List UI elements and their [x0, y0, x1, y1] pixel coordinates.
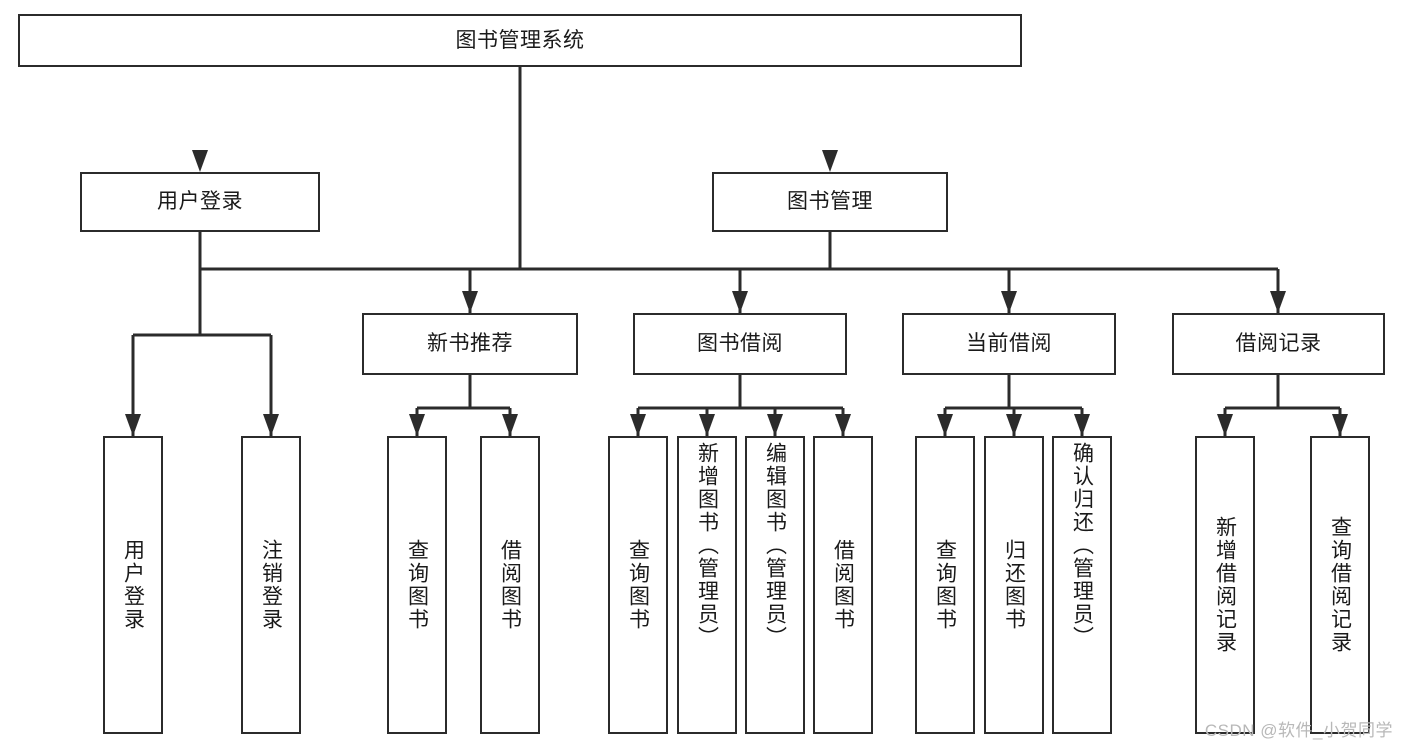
- current-borrow-to-leaves-arrow-icon: [937, 414, 953, 436]
- user-login-to-leaves-arrow-icon: [263, 414, 279, 436]
- current-borrow-to-leaves-arrow-icon: [1006, 414, 1022, 436]
- node-label: 借阅记录: [1235, 332, 1322, 356]
- leaf-logout[interactable]: 注销登录: [241, 436, 301, 734]
- node-new-book-recommend[interactable]: 新书推荐: [362, 313, 578, 375]
- leaf-add-book-admin[interactable]: 新增图书（管理员）: [677, 436, 737, 734]
- node-label: 查询图书: [626, 539, 650, 631]
- root-to-level1-arrow-icon: [822, 150, 838, 172]
- node-label: 新增图书（管理员）: [695, 442, 719, 649]
- node-label: 用户登录: [121, 539, 145, 631]
- node-label: 查询借阅记录: [1328, 516, 1352, 654]
- book-borrow-to-leaves-arrow-icon: [835, 414, 851, 436]
- leaf-borrow-book-borrow[interactable]: 借阅图书: [813, 436, 873, 734]
- node-label: 查询图书: [933, 539, 957, 631]
- node-label: 用户登录: [157, 190, 243, 214]
- node-label: 查询图书: [405, 539, 429, 631]
- node-label: 图书管理: [787, 190, 873, 214]
- node-label: 新书推荐: [427, 332, 513, 356]
- book-borrow-to-leaves-arrow-icon: [699, 414, 715, 436]
- node-user-login[interactable]: 用户登录: [80, 172, 320, 232]
- book-manage-to-level2-arrow-icon: [462, 291, 478, 313]
- book-manage-to-level2-arrow-icon: [1270, 291, 1286, 313]
- node-current-borrow[interactable]: 当前借阅: [902, 313, 1116, 375]
- leaf-query-book-recommend[interactable]: 查询图书: [387, 436, 447, 734]
- node-label: 借阅图书: [498, 539, 522, 631]
- node-label: 当前借阅: [966, 332, 1052, 356]
- leaf-query-book-borrow[interactable]: 查询图书: [608, 436, 668, 734]
- book-borrow-to-leaves-arrow-icon: [630, 414, 646, 436]
- book-manage-to-level2-arrow-icon: [1001, 291, 1017, 313]
- node-root[interactable]: 图书管理系统: [18, 14, 1022, 67]
- node-label: 新增借阅记录: [1213, 516, 1237, 654]
- watermark-text: CSDN @软件_小贺同学: [1204, 721, 1393, 740]
- leaf-query-book-current[interactable]: 查询图书: [915, 436, 975, 734]
- book-manage-to-level2-arrow-icon: [732, 291, 748, 313]
- leaf-edit-book-admin[interactable]: 编辑图书（管理员）: [745, 436, 805, 734]
- leaf-query-borrow-record[interactable]: 查询借阅记录: [1310, 436, 1370, 734]
- node-label: 图书借阅: [697, 332, 783, 356]
- root-to-level1-arrow-icon: [192, 150, 208, 172]
- node-label: 借阅图书: [831, 539, 855, 631]
- leaf-confirm-return-admin[interactable]: 确认归还（管理员）: [1052, 436, 1112, 734]
- borrow-record-to-leaves-arrow-icon: [1332, 414, 1348, 436]
- leaf-user-login[interactable]: 用户登录: [103, 436, 163, 734]
- borrow-record-to-leaves-arrow-icon: [1217, 414, 1233, 436]
- leaf-borrow-book-recommend[interactable]: 借阅图书: [480, 436, 540, 734]
- leaf-add-borrow-record[interactable]: 新增借阅记录: [1195, 436, 1255, 734]
- node-book-management[interactable]: 图书管理: [712, 172, 948, 232]
- node-book-borrow[interactable]: 图书借阅: [633, 313, 847, 375]
- node-borrow-record[interactable]: 借阅记录: [1172, 313, 1385, 375]
- current-borrow-to-leaves-arrow-icon: [1074, 414, 1090, 436]
- book-borrow-to-leaves-arrow-icon: [767, 414, 783, 436]
- new-book-rec-to-leaves-arrow-icon: [502, 414, 518, 436]
- node-label: 归还图书: [1002, 539, 1026, 631]
- node-label: 注销登录: [259, 539, 283, 631]
- node-label: 编辑图书（管理员）: [763, 442, 787, 649]
- user-login-to-leaves-arrow-icon: [125, 414, 141, 436]
- new-book-rec-to-leaves-arrow-icon: [409, 414, 425, 436]
- leaf-return-book[interactable]: 归还图书: [984, 436, 1044, 734]
- node-label: 确认归还（管理员）: [1070, 442, 1094, 649]
- node-label: 图书管理系统: [455, 28, 585, 52]
